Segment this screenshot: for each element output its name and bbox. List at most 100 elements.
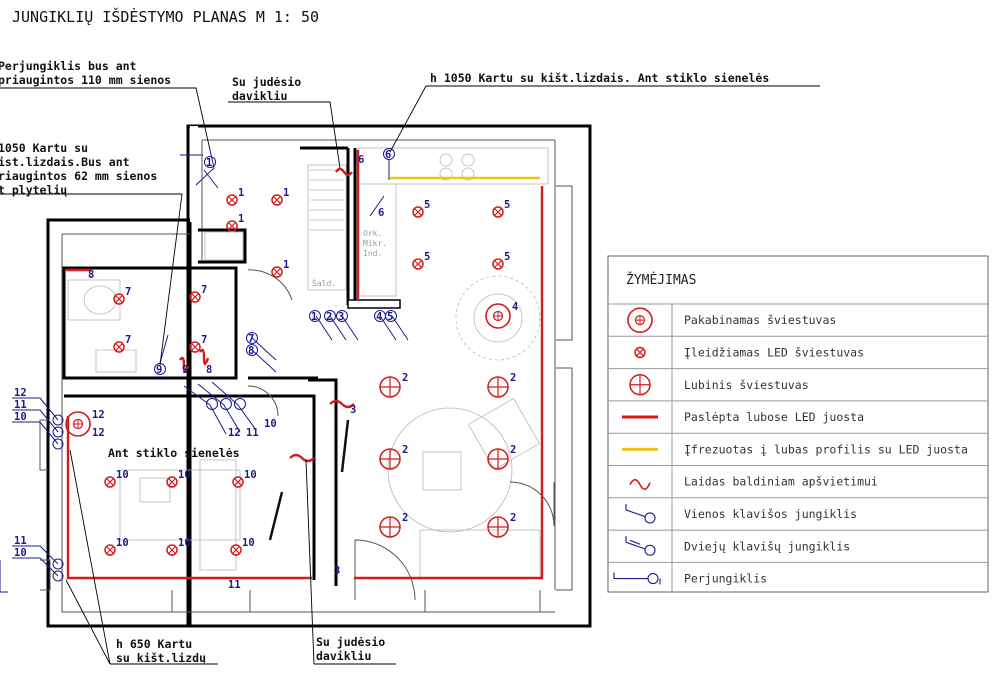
ceiling-light-icon: 2 <box>379 512 408 538</box>
dishwasher-label: Ind. <box>363 249 382 258</box>
socket-tile-note-line4: t plytelių <box>0 183 67 197</box>
ceiling-light-icon: 2 <box>487 512 516 538</box>
fixture-number: 2 <box>510 444 516 456</box>
ceiling-light-icon: 2 <box>487 444 516 470</box>
recessed-led-icon: 10 <box>104 537 129 556</box>
fixture-number: 2 <box>510 512 516 524</box>
single-switch-icon <box>625 503 656 524</box>
switch-number: 3 <box>338 311 344 323</box>
legend-label: Perjungiklis <box>684 572 767 586</box>
ceiling-light-icon: 2 <box>379 444 408 470</box>
switch-number: 4 <box>376 311 382 323</box>
glass-wall-note: Ant stiklo sienelės <box>108 446 240 460</box>
recessed-led-icon: 10 <box>104 469 129 488</box>
fixture-number: 2 <box>402 444 408 456</box>
switch-number: 1 <box>311 311 317 323</box>
fixture-number: 1 <box>283 187 289 199</box>
legend-label: Lubinis šviestuvas <box>684 378 809 392</box>
fixture-number: 10 <box>242 537 255 549</box>
legend-label: Įfrezuotas į lubas profilis su LED juost… <box>684 442 968 456</box>
fixture-number: 7 <box>201 334 207 346</box>
furniture-wires <box>179 167 355 541</box>
recessed-led-icon: 5 <box>492 199 510 218</box>
switch-number: 2 <box>326 311 332 323</box>
switch-number: 11 <box>246 427 259 439</box>
recessed-led-icon: 5 <box>492 251 510 270</box>
ceiling-light-icon: 2 <box>379 372 408 398</box>
oven-label: Ork. <box>363 229 382 238</box>
recessed-led-icon: 1 <box>226 213 244 232</box>
recessed-led-icon: 1 <box>271 187 289 206</box>
walls <box>39 124 592 628</box>
fixture-number: 7 <box>125 286 131 298</box>
switch-number: 12 <box>14 387 27 399</box>
recessed-led-icon: 5 <box>412 199 430 218</box>
fixture-number: 2 <box>510 372 516 384</box>
double-switch-icon <box>625 536 656 556</box>
strip-number: 3 <box>334 565 340 577</box>
switch-number: 10 <box>14 547 27 559</box>
recessed-led-icon: 10 <box>230 537 255 556</box>
recessed-led-icon: 7 <box>189 334 207 353</box>
strip-number: 11 <box>228 579 241 591</box>
recessed-led-icon: 7 <box>113 286 131 305</box>
circuit-numbers: 1 6 1 2 3 4 5 7 8 9 10 11 12 12 11 10 11… <box>14 149 393 591</box>
legend-label: Dviejų klavišų jungiklis <box>684 539 850 553</box>
recessed-led-icon: 7 <box>189 284 207 303</box>
pendant-light-icon: 4 <box>485 301 518 329</box>
motion-note-bottom-line1: Su judėsio <box>316 635 385 649</box>
fixture-number: 10 <box>116 537 129 549</box>
socket-tile-note-line2: ist.lizdais.Bus ant <box>0 155 130 169</box>
switch-note-line2: priaugintos 110 mm sienos <box>0 73 171 87</box>
fixture-number: 5 <box>424 251 430 263</box>
ceiling-light-icon: 2 <box>487 372 516 398</box>
recessed-led-icon: 1 <box>271 259 289 278</box>
legend-title: ŽYMĖJIMAS <box>626 272 696 288</box>
led-strips <box>66 150 544 580</box>
strip-number: 3 <box>350 404 356 416</box>
legend-label: Pakabinamas šviestuvas <box>684 313 836 327</box>
switch-number: 11 <box>14 399 27 411</box>
furniture-wire-icon <box>629 478 651 490</box>
strip-number: 12 <box>92 427 105 439</box>
fixture-number: 2 <box>402 512 408 524</box>
fixture-number: 5 <box>504 251 510 263</box>
ceiling-light-icon <box>629 374 651 396</box>
legend-label: Įleidžiamas LED šviestuvas <box>684 345 864 359</box>
motion-note-bottom-line2: davikliu <box>316 649 371 663</box>
plan-title: JUNGIKLIŲ IŠDĖSTYMO PLANAS M 1: 50 <box>12 7 319 26</box>
microwave-label: Mikr. <box>363 239 387 248</box>
switch-number: 6 <box>385 149 391 161</box>
furniture <box>67 147 555 601</box>
switch-number: 10 <box>264 418 277 430</box>
switch-number: 7 <box>248 333 254 345</box>
switch-number: 9 <box>156 364 162 376</box>
recessed-led-icon: 7 <box>113 334 131 353</box>
fixture-number: 1 <box>238 187 244 199</box>
legend-label: Paslėpta lubose LED juosta <box>684 410 864 424</box>
fixture-number: 5 <box>424 199 430 211</box>
fridge-label: Šald. <box>312 277 336 288</box>
recessed-led-icon: 5 <box>412 251 430 270</box>
leader-lines <box>0 85 820 665</box>
recessed-led-icon <box>634 346 646 359</box>
recessed-led-icon: 10 <box>166 469 191 488</box>
strip-number: 9 <box>182 364 188 376</box>
switch-number: 8 <box>248 345 254 357</box>
switch-number: 1 <box>206 157 212 169</box>
fixture-number: 7 <box>125 334 131 346</box>
switch-number: 11 <box>14 535 27 547</box>
fixture-number: 12 <box>92 409 105 421</box>
switch-note-line1: Perjungiklis bus ant <box>0 59 137 73</box>
recessed-led-icon: 10 <box>232 469 257 488</box>
strip-number: 8 <box>88 269 94 281</box>
socket-tile-note-line3: riaugintos 62 mm sienos <box>0 169 157 183</box>
legend-table: ŽYMĖJIMAS Pakabinamas šviestuvasĮleidžia… <box>607 255 989 593</box>
strip-number: 8 <box>206 364 212 376</box>
fixture-number: 2 <box>402 372 408 384</box>
fixture-number: 1 <box>283 259 289 271</box>
fixture-number: 4 <box>512 301 518 313</box>
pendant-light-icon <box>627 307 653 333</box>
fixture-number: 10 <box>116 469 129 481</box>
